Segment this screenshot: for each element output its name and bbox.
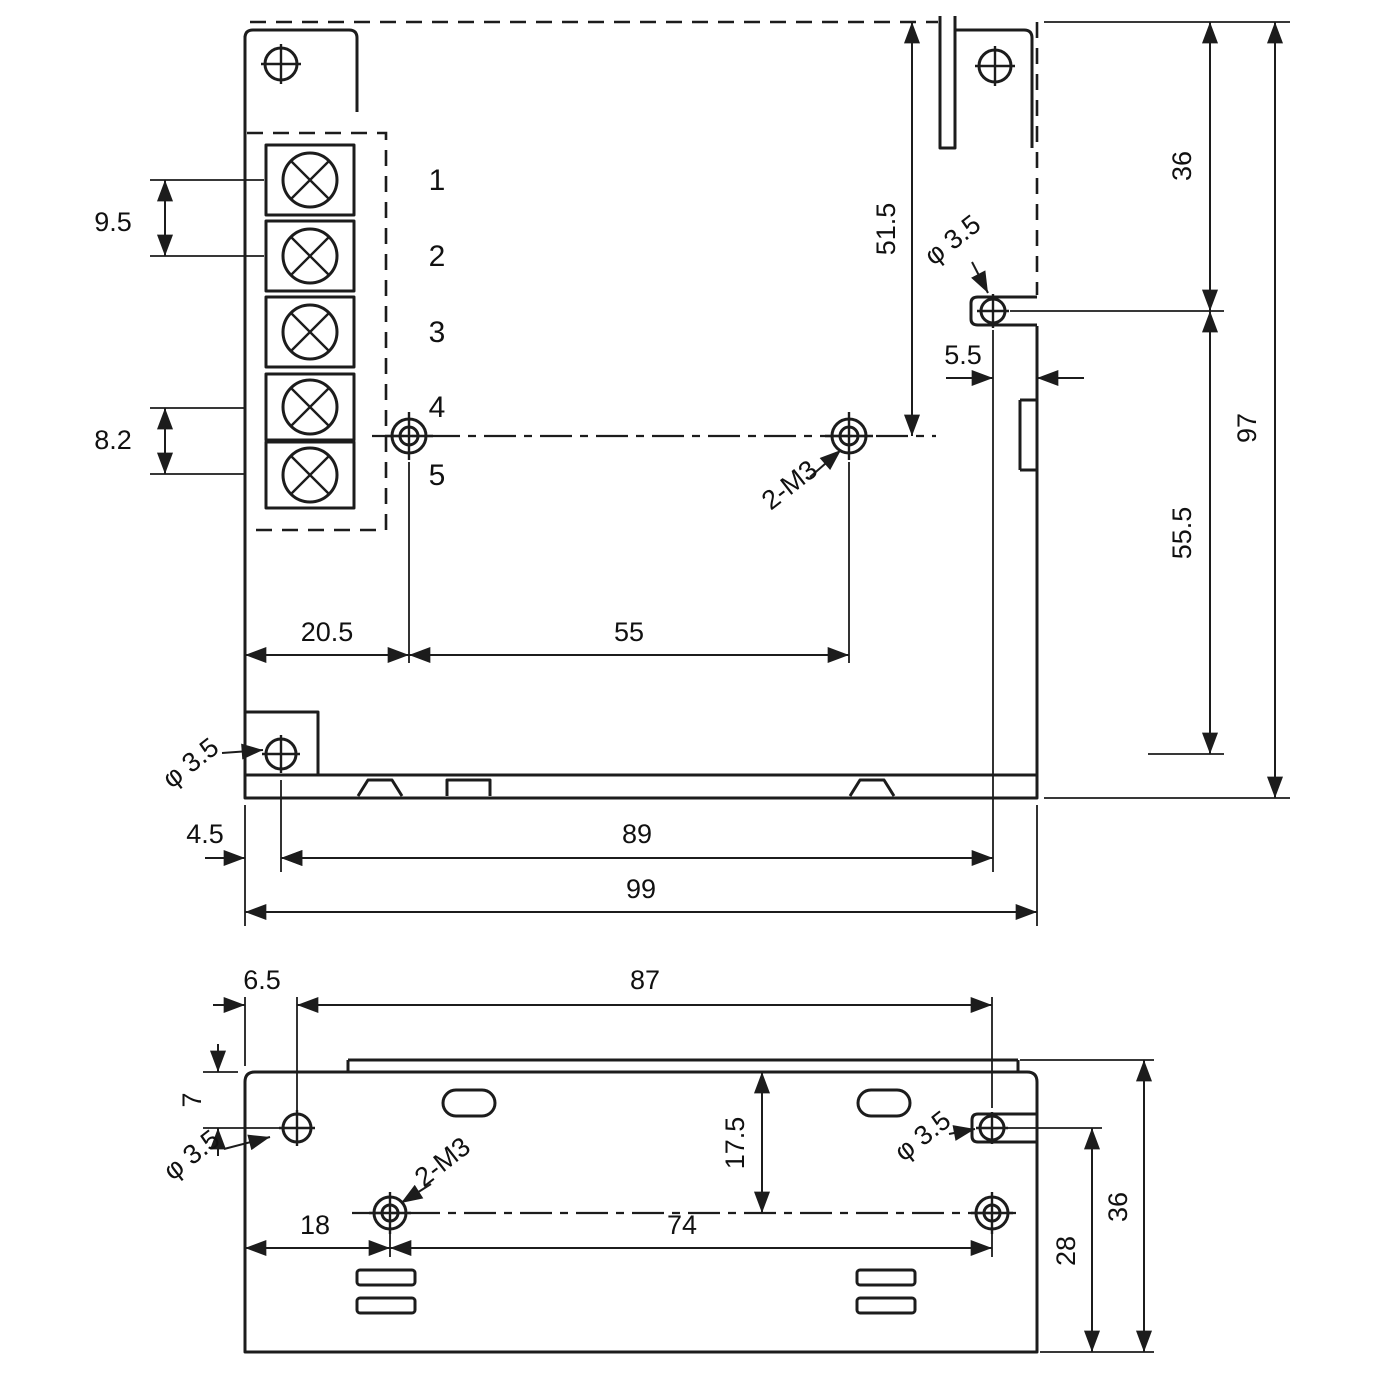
top-slot-right <box>856 1088 912 1118</box>
dim-label-97: 97 <box>1232 413 1262 443</box>
dim-label-4-5: 4.5 <box>186 819 224 849</box>
terminal-screw-slots <box>290 160 330 495</box>
dim-label-phi-3-5-top-right: φ 3.5 <box>919 209 987 271</box>
vent-slot-left-2 <box>355 1296 417 1315</box>
terminal-label-1: 1 <box>429 164 446 197</box>
leader-phi-3-5-bottom-left <box>221 743 264 760</box>
dim-label-phi-3-5-side-left: φ 3.5 <box>158 1124 226 1186</box>
top-view: 1 2 3 4 5 <box>94 16 1290 926</box>
top-slot-left <box>441 1088 497 1118</box>
terminal-screw-1 <box>281 151 339 209</box>
terminal-housings <box>264 143 356 510</box>
mounting-holes-top-view <box>261 44 1015 773</box>
dim-label-20-5: 20.5 <box>301 617 354 647</box>
extension-lines-side-view <box>203 997 1154 1353</box>
dim-label-2-m3-side: 2-M3 <box>409 1131 476 1193</box>
dim-label-6-5: 6.5 <box>243 965 281 995</box>
dim-label-2-m3-top: 2-M3 <box>756 454 823 516</box>
dim-label-5-5: 5.5 <box>944 340 982 370</box>
terminal-screw-2 <box>281 227 339 285</box>
dim-label-8-2: 8.2 <box>94 425 132 455</box>
terminal-label-2: 2 <box>429 240 446 273</box>
leader-phi-3-5-side-right <box>948 1125 976 1141</box>
terminal-label-4: 4 <box>429 391 446 424</box>
side-outline <box>243 1058 1039 1354</box>
mounting-holes-side-view <box>279 1110 1016 1234</box>
dim-label-9-5: 9.5 <box>94 207 132 237</box>
dim-label-28: 28 <box>1051 1236 1081 1266</box>
dim-label-55-5: 55.5 <box>1167 507 1197 560</box>
leader-2-m3-top <box>809 449 842 478</box>
dim-label-phi-3-5-side-right: φ 3.5 <box>889 1105 957 1167</box>
dim-label-36-top: 36 <box>1167 151 1197 181</box>
terminal-label-5: 5 <box>429 459 446 492</box>
dim-label-phi-3-5-bottom-left: φ 3.5 <box>157 732 225 794</box>
hole-crosshairs <box>261 44 1015 773</box>
hole-crosshairs-side <box>279 1110 1013 1234</box>
dim-label-74: 74 <box>667 1210 697 1240</box>
vent-slot-right-2 <box>855 1296 917 1315</box>
terminal-label-3: 3 <box>429 316 446 349</box>
dim-label-51-5: 51.5 <box>871 203 901 256</box>
terminal-block: 1 2 3 4 5 <box>264 143 446 510</box>
dim-label-17-5: 17.5 <box>720 1117 750 1170</box>
cover-hidden-lines <box>247 20 1039 532</box>
side-view: 6.5 87 7 φ 3.5 2-M3 17.5 φ 3.5 18 74 28 … <box>158 965 1154 1354</box>
dim-label-7: 7 <box>177 1092 207 1107</box>
vent-slot-right-1 <box>855 1268 917 1287</box>
terminal-screw-3 <box>281 303 339 361</box>
terminal-screw-5 <box>281 446 339 504</box>
leader-phi-3-5-top-right <box>971 261 989 294</box>
vent-slot-left-1 <box>355 1268 417 1287</box>
dim-label-55: 55 <box>614 617 644 647</box>
leader-phi-3-5-side-left <box>223 1134 271 1151</box>
terminal-screw-4 <box>281 378 339 436</box>
leader-2-m3-side <box>400 1183 432 1204</box>
dim-label-18: 18 <box>300 1210 330 1240</box>
extension-lines-top-view <box>150 21 1290 926</box>
dim-label-99: 99 <box>626 874 656 904</box>
dim-label-87: 87 <box>630 965 660 995</box>
dim-label-36-side: 36 <box>1103 1192 1133 1222</box>
chassis-outline <box>243 16 1039 800</box>
dim-label-89: 89 <box>622 819 652 849</box>
